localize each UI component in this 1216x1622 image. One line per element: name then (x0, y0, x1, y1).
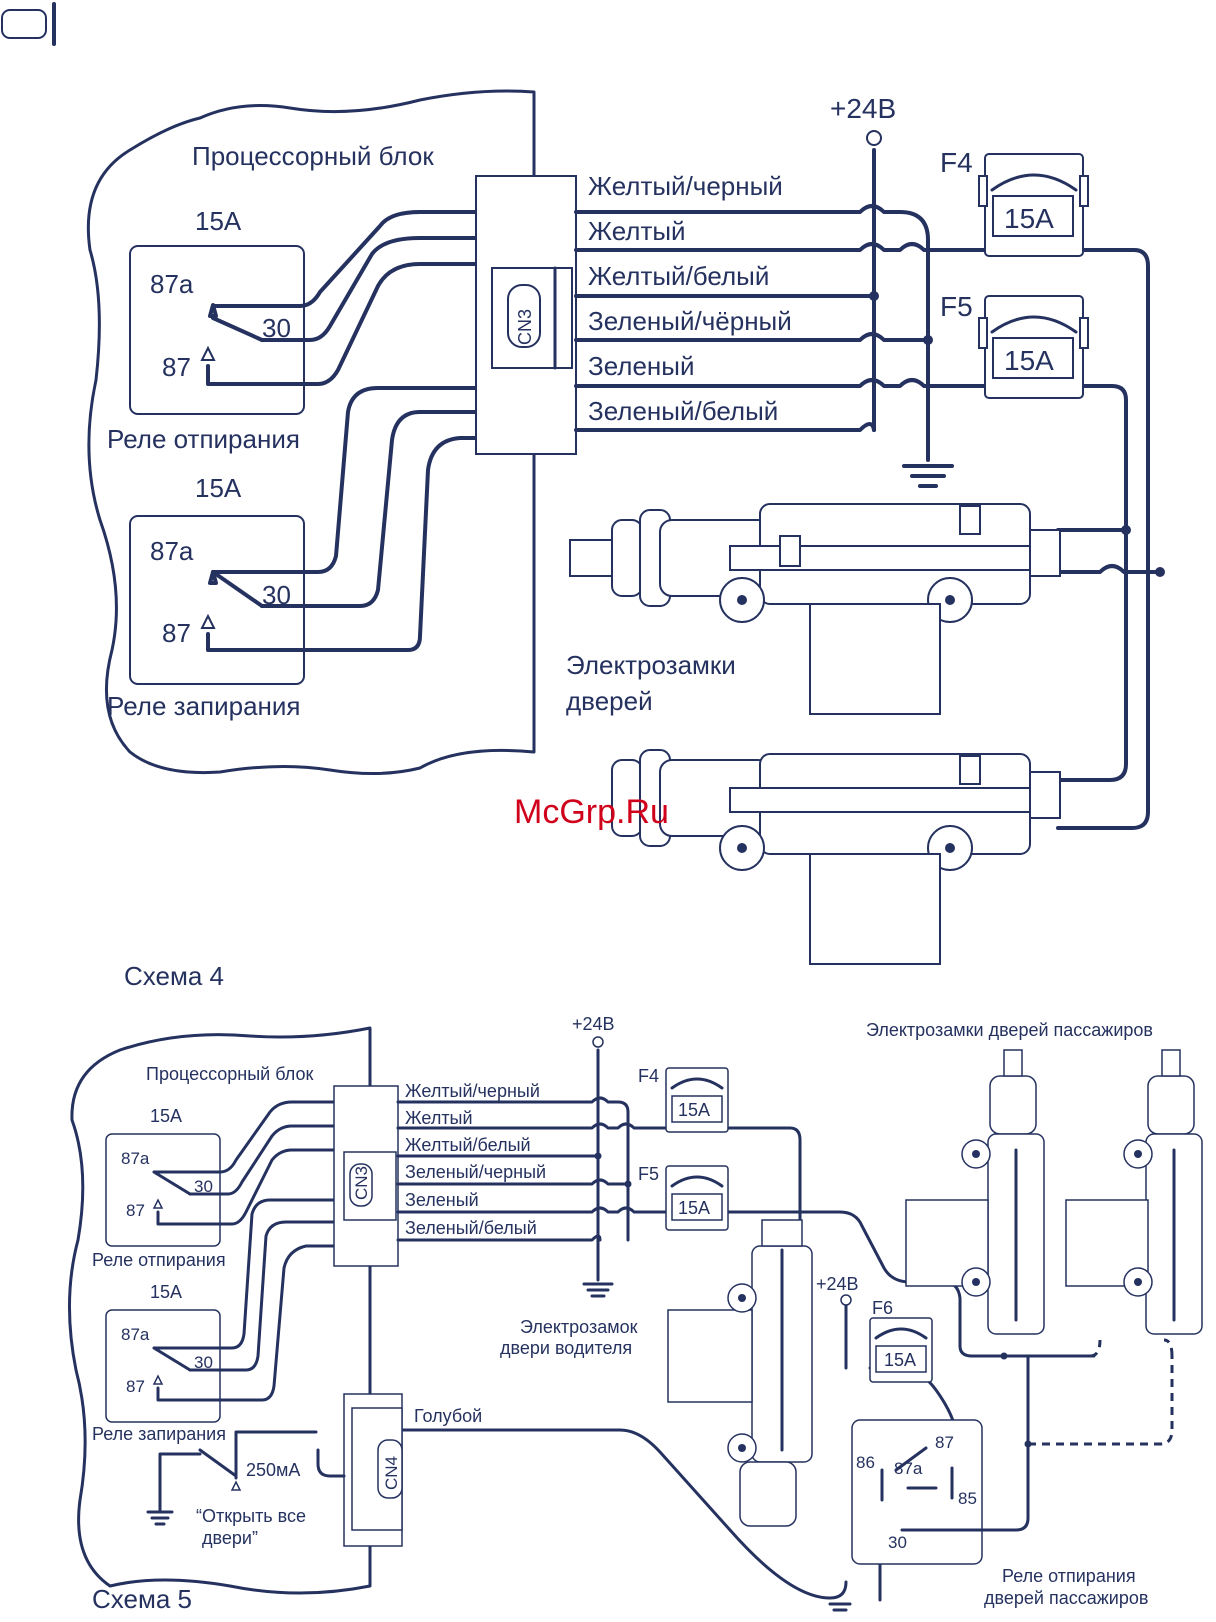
wire5-label-5: Зеленый/белый (405, 1218, 537, 1238)
fuse-f4 (978, 153, 1089, 257)
fuse-f5-label: F5 (940, 291, 973, 322)
wire5-label-3: Зеленый/черный (405, 1162, 546, 1182)
scheme-5-harness (396, 1036, 1096, 1600)
door-locks-label-line1: Электрозамки (566, 650, 736, 680)
unlock-relay-label: Реле отпирания (107, 424, 300, 454)
open-all-label-line2: двери” (202, 1528, 258, 1548)
lock-relay-box (129, 515, 305, 685)
supply-24v-label-5a: +24В (572, 1014, 615, 1034)
scheme-4-harness (574, 130, 1165, 830)
current-label: 250мА (246, 1460, 300, 1480)
supply-24v-label-5b: +24В (816, 1274, 859, 1294)
unlock-relay-pin-87a: 87а (150, 269, 194, 299)
fuse-f5-5 (665, 1165, 729, 1231)
wire-label-4: Зеленый (588, 351, 695, 381)
passenger-door-lock-2 (1065, 1049, 1203, 1335)
fuse-f5-5-label: F5 (638, 1164, 659, 1184)
wire-label-5: Зеленый/белый (588, 396, 778, 426)
scheme-5: Процессорный блок 15А 87а 30 87 Реле отп… (68, 1014, 1203, 1614)
unlock-relay-box (129, 245, 305, 415)
unlock-relay-label-5: Реле отпирания (92, 1250, 226, 1270)
fuse-f4-5-label: F4 (638, 1066, 659, 1086)
wire-label-0: Желтый/черный (588, 171, 783, 201)
unlock-relay-box-5 (105, 1133, 221, 1247)
driver-lock-label-line1: Электрозамок (520, 1317, 638, 1337)
unlock-relay-5-pin-87a: 87а (121, 1149, 150, 1168)
fuse-f4-rating: 15А (1004, 203, 1054, 234)
passenger-relay-label-line1: Реле отпирания (1002, 1566, 1136, 1586)
door-lock-actuator-2 (611, 749, 1061, 965)
fuse-f4-5 (665, 1067, 729, 1133)
wire-label-1: Желтый (588, 216, 686, 246)
passenger-unlock-relay-box (851, 1419, 983, 1565)
processor-block-outline (86, 89, 536, 776)
lock-relay-pin-87: 87 (162, 618, 191, 648)
door-locks-label-line2: дверей (566, 686, 653, 716)
ext-relay-pin-30: 30 (888, 1533, 907, 1552)
fuse-f6-rating: 15А (884, 1350, 916, 1370)
cn3-label: CN3 (515, 309, 535, 345)
watermark: McGrp.Ru (514, 793, 669, 831)
processor-block-outline-5 (68, 1026, 372, 1595)
passenger-locks-label: Электрозамки дверей пассажиров (866, 1020, 1153, 1040)
fuse-f4-5-rating: 15А (678, 1100, 710, 1120)
lock-relay-5-pin-87: 87 (126, 1377, 145, 1396)
wire5-label-2: Желтый/белый (405, 1135, 531, 1155)
lock-relay-label-5: Реле запирания (92, 1424, 226, 1444)
wire5-label-4: Зеленый (405, 1190, 479, 1210)
fuse-f5-5-rating: 15А (678, 1198, 710, 1218)
processor-block-title-5: Процессорный блок (146, 1064, 313, 1084)
wire5-label-1: Желтый (405, 1108, 473, 1128)
lock-relay-rating: 15А (195, 473, 242, 503)
supply-24v-label: +24В (830, 93, 896, 124)
wire-label-2: Желтый/белый (588, 261, 769, 291)
lock-relay-pin-87a: 87а (150, 536, 194, 566)
scheme-4-caption: Схема 4 (124, 961, 224, 991)
processor-block-title: Процессорный блок (192, 141, 434, 171)
lock-relay-5-pin-30: 30 (194, 1353, 213, 1372)
fuse-f6 (869, 1317, 933, 1383)
cn3-label-frame (507, 284, 541, 348)
unlock-relay-pin-87: 87 (162, 352, 191, 382)
unlock-relay-5-pin-30: 30 (194, 1177, 213, 1196)
fuse-f6-label: F6 (872, 1298, 893, 1318)
unlock-relay-rating-5: 15А (150, 1106, 182, 1126)
lock-relay-label: Реле запирания (107, 691, 301, 721)
fuse-f4-label: F4 (940, 147, 973, 178)
door-lock-actuator-1 (569, 503, 1061, 715)
cn4-label: CN4 (382, 1456, 401, 1490)
lock-relay-5-pin-87a: 87а (121, 1325, 150, 1344)
lock-relay-rating-5: 15А (150, 1282, 182, 1302)
ext-relay-pin-85: 85 (958, 1489, 977, 1508)
ext-relay-pin-87: 87 (935, 1433, 954, 1452)
wire-label-3: Зеленый/чёрный (588, 306, 792, 336)
lock-relay-contacts (200, 386, 480, 652)
page-corner-tab (1, 9, 47, 39)
passenger-relay-label-line2: дверей пассажиров (984, 1588, 1148, 1608)
driver-door-lock-actuator (667, 1219, 813, 1527)
cn4-connector (343, 1393, 403, 1547)
wire5-label-0: Желтый/черный (405, 1081, 540, 1101)
blue-wire-label: Голубой (414, 1406, 482, 1426)
passenger-door-lock-1 (905, 1049, 1045, 1335)
scheme-5-relay-wiring (152, 1100, 338, 1402)
cn3-label-5: CN3 (352, 1166, 371, 1200)
scheme-5-caption: Схема 5 (92, 1584, 192, 1614)
scheme-4: Процессорный блок 15А 87а 30 87 Реле отп… (86, 89, 1165, 991)
supply-terminal (866, 130, 882, 146)
unlock-relay-rating: 15А (195, 206, 242, 236)
ext-relay-pin-86: 86 (856, 1453, 875, 1472)
fuse-f5 (978, 295, 1089, 399)
driver-lock-label-line2: двери водителя (500, 1338, 632, 1358)
lock-relay-box-5 (105, 1309, 221, 1423)
open-all-label-line1: “Открыть все (196, 1506, 306, 1526)
fuse-f5-rating: 15А (1004, 345, 1054, 376)
ext-relay-pin-87a: 87а (894, 1459, 923, 1478)
unlock-relay-contacts (200, 210, 480, 386)
unlock-relay-5-pin-87: 87 (126, 1201, 145, 1220)
